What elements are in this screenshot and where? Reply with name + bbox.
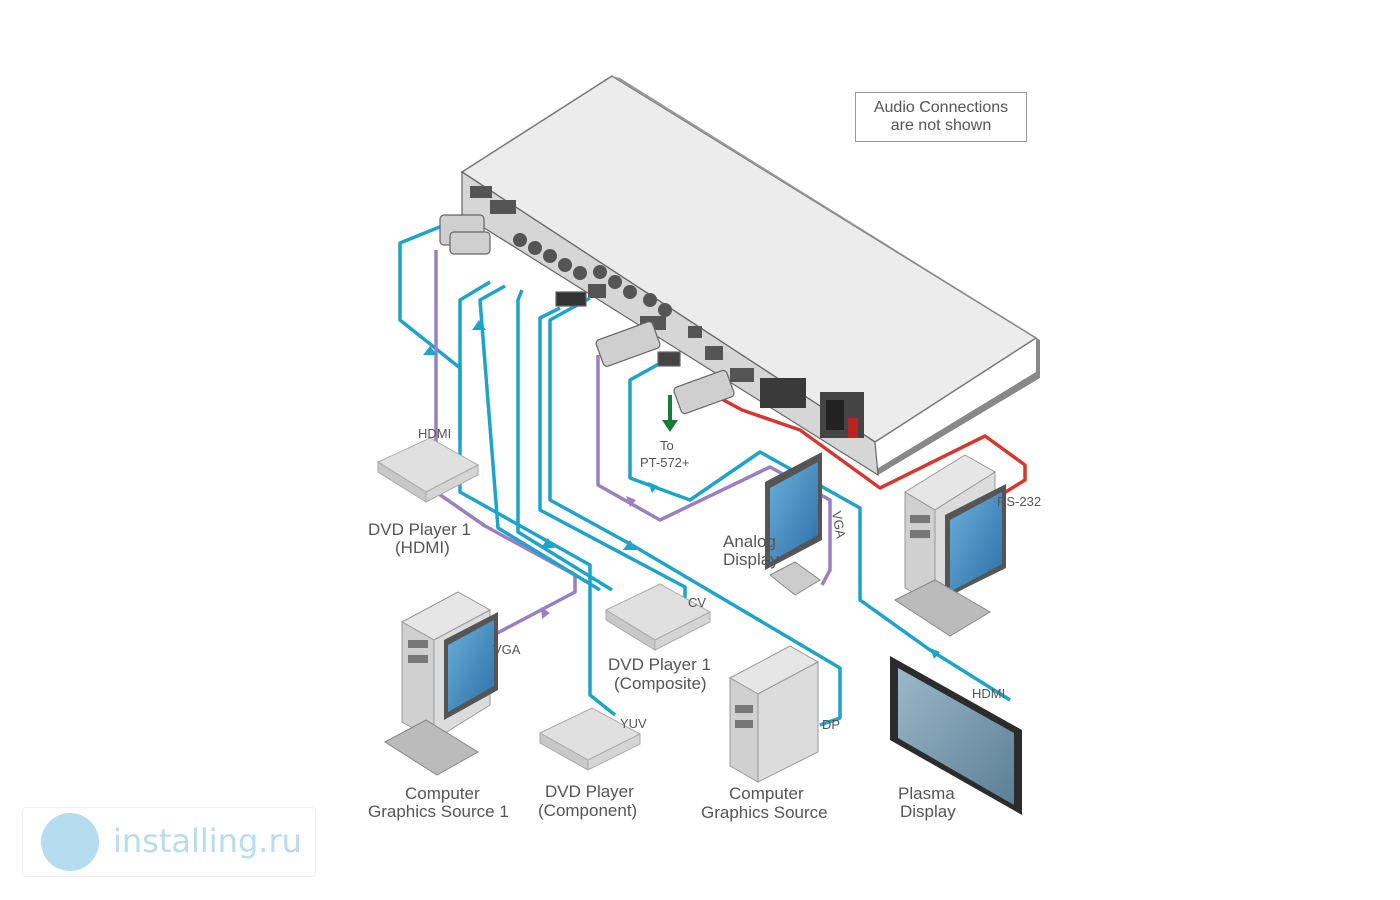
cv-port-label: CV: [688, 595, 706, 610]
watermark: installing.ru: [22, 807, 316, 877]
computer-graphics-source-1: [384, 591, 498, 776]
computer-graphics-source-2: [728, 645, 820, 783]
pc1-vga-port-label: VGA: [493, 642, 521, 657]
pc1-label-line1: Computer: [405, 784, 480, 803]
dvd-player-component: [538, 707, 642, 771]
cv-cable-dvd1: [538, 306, 687, 603]
pc2-label-line2: Graphics Source: [701, 803, 828, 822]
pc2-label-line1: Computer: [729, 784, 804, 803]
audio-note-line1: Audio Connections: [873, 99, 1009, 116]
pt572-label-line2: PT-572+: [640, 455, 690, 470]
labels: HDMI DVD Player 1 (HDMI) To PT-572+ Anal…: [368, 426, 1041, 822]
pt572-label-line1: To: [660, 438, 674, 453]
dvd-hdmi-label-line2: (HDMI): [395, 538, 450, 557]
dvd-composite-label-line2: (Composite): [614, 674, 707, 693]
rs232-cable: [704, 388, 1027, 500]
plugs: [439, 214, 735, 415]
lan-arrow: [662, 395, 678, 432]
yuv-port-label: YUV: [620, 716, 647, 731]
dvd-component-label-line1: DVD Player: [545, 782, 634, 801]
dvd-hdmi-port-label: HDMI: [418, 426, 451, 441]
plasma-label-line2: Display: [900, 802, 956, 821]
analog-display-label-line2: Display: [723, 550, 779, 569]
dvd-player-hdmi: [376, 437, 480, 503]
cables: [398, 224, 1027, 727]
hdmi-cable-plasma: [628, 358, 1011, 702]
dvd-composite-label-line1: DVD Player 1: [608, 655, 711, 674]
watermark-logo-icon: [41, 813, 99, 871]
dvd-component-label-line2: (Component): [538, 801, 637, 820]
vga-cable-analog: [596, 355, 832, 586]
dvd-player-composite: [604, 583, 712, 651]
control-computer: [893, 454, 1006, 637]
analog-display-label-line1: Analog: [723, 532, 776, 551]
plasma-display: [890, 656, 1022, 815]
audio-note-line2: are not shown: [890, 117, 992, 134]
rs232-port-label: RS-232: [997, 494, 1041, 509]
hdmi-cable-dvd1: [398, 224, 462, 440]
yuv-cable-dvd: [458, 280, 617, 717]
plasma-hdmi-port-label: HDMI: [972, 686, 1005, 701]
switcher-unit: [460, 75, 1040, 477]
plasma-label-line1: Plasma: [898, 784, 955, 803]
vga-cable-pc1: [434, 250, 577, 640]
watermark-text: installing.ru: [113, 822, 302, 860]
dvd-hdmi-label-line1: DVD Player 1: [368, 520, 471, 539]
dp-port-label: DP: [822, 717, 840, 732]
analog-vga-port-label: VGA: [829, 510, 849, 540]
audio-note-box: Audio Connections are not shown: [855, 92, 1027, 142]
analog-display: [765, 452, 822, 596]
pc1-label-line2: Graphics Source 1: [368, 802, 509, 821]
